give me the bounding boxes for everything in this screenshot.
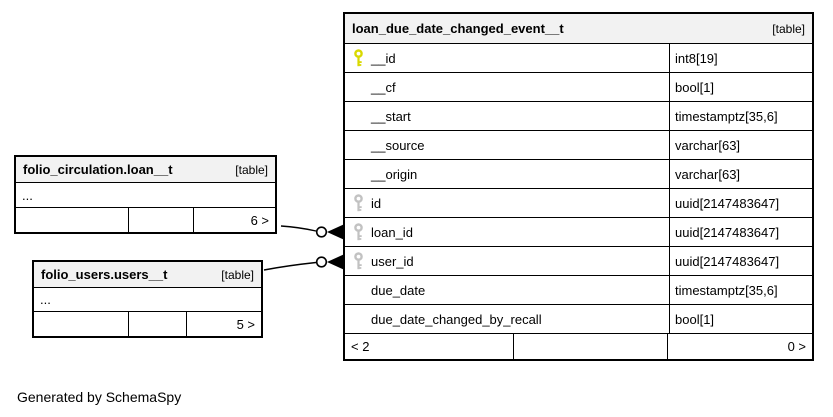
column-name: due_date_changed_by_recall (371, 311, 542, 327)
column-row: __start timestamptz[35,6] (345, 102, 812, 131)
primary-key-icon (353, 49, 364, 67)
column-name: __origin (371, 166, 418, 182)
table-tag: [table] (235, 162, 268, 177)
collapsed-columns-ellipsis: ... (16, 183, 275, 208)
generated-by-label: Generated by SchemaSpy (17, 389, 182, 405)
footer-cell (129, 312, 187, 336)
index-key-icon (353, 223, 364, 241)
table-footer: < 2 0 > (345, 334, 812, 359)
column-type: timestamptz[35,6] (675, 108, 778, 124)
table-node-loan-due-date-changed-event[interactable]: loan_due_date_changed_event__t [table] _… (343, 12, 814, 361)
table-tag: [table] (221, 267, 254, 282)
column-row: __id int8[19] (345, 44, 812, 73)
footer-cell (34, 312, 129, 336)
table-node-folio-users-users[interactable]: folio_users.users__t [table] ... 5 > (32, 260, 263, 338)
zero-or-many-connector-users (263, 254, 344, 271)
footer-cell (514, 334, 668, 359)
implied-relationships-next-link[interactable]: 0 > (787, 339, 806, 354)
table-footer: 5 > (34, 312, 261, 336)
column-name: loan_id (371, 224, 413, 240)
column-row: id uuid[2147483647] (345, 189, 812, 218)
column-type: timestamptz[35,6] (675, 282, 778, 298)
column-type: uuid[2147483647] (675, 224, 780, 240)
column-row: __cf bool[1] (345, 73, 812, 102)
table-header: loan_due_date_changed_event__t [table] (345, 14, 812, 44)
column-row: loan_id uuid[2147483647] (345, 218, 812, 247)
related-count-link[interactable]: 6 > (250, 212, 269, 228)
column-name: user_id (371, 253, 414, 269)
table-header: folio_users.users__t [table] (34, 262, 261, 288)
table-header: folio_circulation.loan__t [table] (16, 157, 275, 183)
footer-cell (129, 208, 194, 232)
zero-or-many-connector-loan (280, 224, 344, 240)
column-name: __id (371, 50, 396, 66)
index-key-icon (353, 252, 364, 270)
column-row: __origin varchar[63] (345, 160, 812, 189)
table-title: folio_users.users__t (41, 267, 168, 282)
column-name: __source (371, 137, 425, 153)
column-row: __source varchar[63] (345, 131, 812, 160)
column-row: due_date_changed_by_recall bool[1] (345, 305, 812, 334)
table-tag: [table] (772, 21, 805, 36)
column-name: __start (371, 108, 411, 124)
table-title: loan_due_date_changed_event__t (352, 21, 564, 36)
column-name: __cf (371, 79, 396, 95)
column-type: uuid[2147483647] (675, 195, 780, 211)
column-type: varchar[63] (675, 166, 741, 182)
collapsed-columns-ellipsis: ... (34, 288, 261, 312)
table-title: folio_circulation.loan__t (23, 162, 173, 177)
column-row: due_date timestamptz[35,6] (345, 276, 812, 305)
column-name: due_date (371, 282, 426, 298)
column-type: varchar[63] (675, 137, 741, 153)
index-key-icon (353, 194, 364, 212)
column-row: user_id uuid[2147483647] (345, 247, 812, 276)
related-count-link[interactable]: 5 > (236, 316, 255, 332)
footer-cell (16, 208, 129, 232)
table-footer: 6 > (16, 208, 275, 232)
column-type: int8[19] (675, 50, 718, 66)
column-type: uuid[2147483647] (675, 253, 780, 269)
column-type: bool[1] (675, 311, 715, 327)
implied-relationships-prev-link[interactable]: < 2 (345, 334, 514, 359)
table-node-folio-circulation-loan[interactable]: folio_circulation.loan__t [table] ... 6 … (14, 155, 277, 234)
column-type: bool[1] (675, 79, 715, 95)
column-name: id (371, 195, 382, 211)
